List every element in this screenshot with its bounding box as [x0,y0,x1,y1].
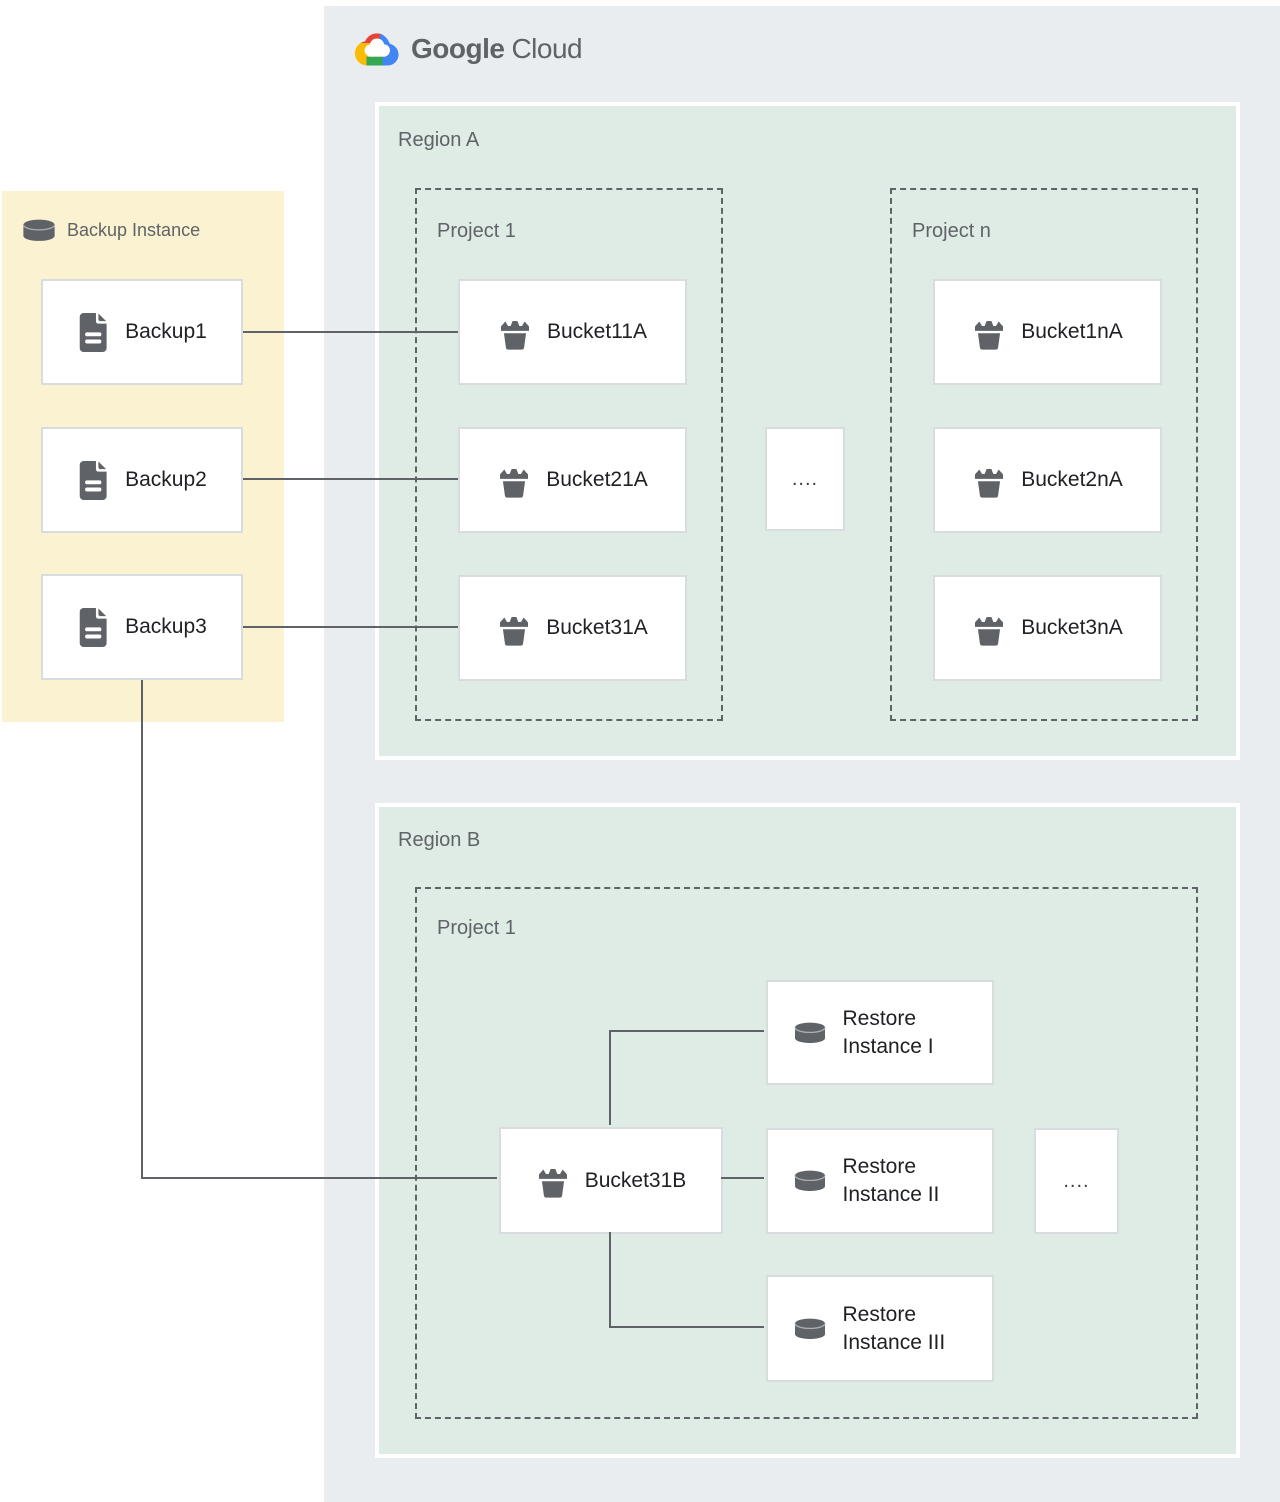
bucket31b-node: Bucket31B [499,1127,723,1234]
region-a: Region A Project 1 Bucket11A Bucket21A B… [379,106,1236,756]
bucket-label: Bucket31B [584,1168,687,1192]
google-cloud-icon [354,33,399,66]
bucket1na-node: Bucket1nA [933,279,1162,385]
connector-bucket31b-restore2 [721,1177,764,1179]
backup2-node: Backup2 [41,427,243,533]
backup3-node: Backup3 [41,574,243,680]
connector-backup2-bucket21a [243,478,458,480]
restore-instance-label: Restore Instance I [842,1006,934,1058]
storage-bucket-icon [500,468,529,498]
storage-bucket-icon [975,320,1004,350]
logo-product: Cloud [511,32,583,64]
backup1-node: Backup1 [41,279,243,385]
bucket-label: Bucket31A [546,616,648,639]
restore-instance-2-node: Restore Instance II [766,1128,994,1234]
connector-backup3-bucket31b [141,1177,497,1179]
region-a-project-n-label: Project n [912,220,991,242]
region-b-project-1: Project 1 Restore Instance I Bucket31B R… [415,887,1198,1419]
bucket-label: Bucket21A [546,468,648,491]
region-a-project-1: Project 1 Bucket11A Bucket21A Bucket31A [415,188,723,721]
logo-brand: Google [411,32,505,64]
connector-backup1-bucket11a [243,331,458,333]
document-icon [79,607,107,647]
storage-bucket-icon [975,468,1004,498]
document-icon [79,460,107,500]
restore-instance-1-node: Restore Instance I [766,980,994,1085]
storage-bucket-icon [500,320,529,350]
database-icon [793,1169,826,1192]
bucket21a-node: Bucket21A [458,427,687,533]
connector-backup3-bucket31a [243,626,458,628]
region-b-project-1-label: Project 1 [437,917,516,939]
region-b: Region B Project 1 Restore Instance I Bu… [379,807,1236,1454]
backup-label: Backup2 [125,468,207,491]
backup-instance-title: Backup Instance [67,220,201,240]
backup-instance-panel: Backup Instance Backup1 Backup2 Backup3 [2,191,284,722]
connector-bucket31b-restore1-v [609,1031,611,1125]
bucket-label: Bucket1nA [1021,320,1123,343]
connector-backup3-down [141,680,143,1178]
region-a-ellipsis-box: .... [765,427,845,531]
backup-label: Backup1 [125,320,207,343]
ellipsis-label: .... [791,467,819,490]
restore-instance-label: Restore Instance III [842,1302,946,1354]
region-a-project-1-label: Project 1 [437,220,516,242]
bucket3na-node: Bucket3nA [933,575,1162,681]
region-a-label: Region A [398,129,480,151]
database-icon [793,1317,826,1340]
restore-instance-3-node: Restore Instance III [766,1275,994,1382]
bucket31a-node: Bucket31A [458,575,687,681]
document-icon [79,312,107,352]
connector-bucket31b-restore3-v [609,1232,611,1327]
bucket-label: Bucket2nA [1021,468,1123,491]
storage-bucket-icon [538,1169,567,1198]
region-b-ellipsis-box: .... [1034,1128,1119,1234]
backup-instance-header: Backup Instance [20,218,200,243]
region-b-label: Region B [398,829,481,851]
database-icon [22,218,56,242]
connector-bucket31b-restore1-h [609,1030,764,1032]
bucket-label: Bucket3nA [1021,616,1123,639]
bucket2na-node: Bucket2nA [933,427,1162,533]
region-a-project-n: Project n Bucket1nA Bucket2nA Bucket3nA [890,188,1198,721]
database-icon [793,1021,826,1044]
bucket-label: Bucket11A [546,320,647,343]
bucket11a-node: Bucket11A [458,279,687,385]
restore-instance-label: Restore Instance II [842,1155,940,1206]
storage-bucket-icon [975,616,1004,646]
ellipsis-label: .... [1063,1169,1090,1192]
connector-bucket31b-restore3-h [609,1326,764,1328]
backup-label: Backup3 [125,615,207,638]
storage-bucket-icon [500,616,529,646]
